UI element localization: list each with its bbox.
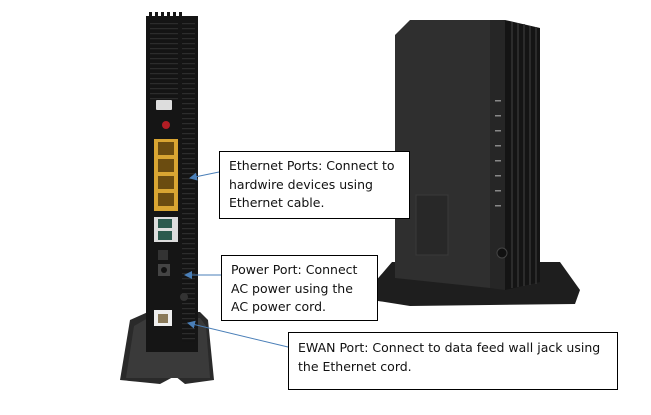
- ewan-port-callout: EWAN Port: Connect to data feed wall jac…: [288, 332, 618, 390]
- ewan-arrow: [187, 320, 289, 348]
- reset-button: [162, 121, 170, 129]
- ethernet-ports: [154, 139, 178, 211]
- power-port-callout: Power Port: Connect AC power using the A…: [221, 255, 378, 321]
- ethernet-ports-callout: Ethernet Ports: Connect to hardwire devi…: [219, 151, 410, 219]
- ewan-port: [154, 310, 172, 326]
- phone-ports: [154, 217, 178, 242]
- router-rear-view: [120, 12, 214, 384]
- ethernet-arrow: [189, 171, 220, 181]
- router-front-view: [368, 20, 580, 306]
